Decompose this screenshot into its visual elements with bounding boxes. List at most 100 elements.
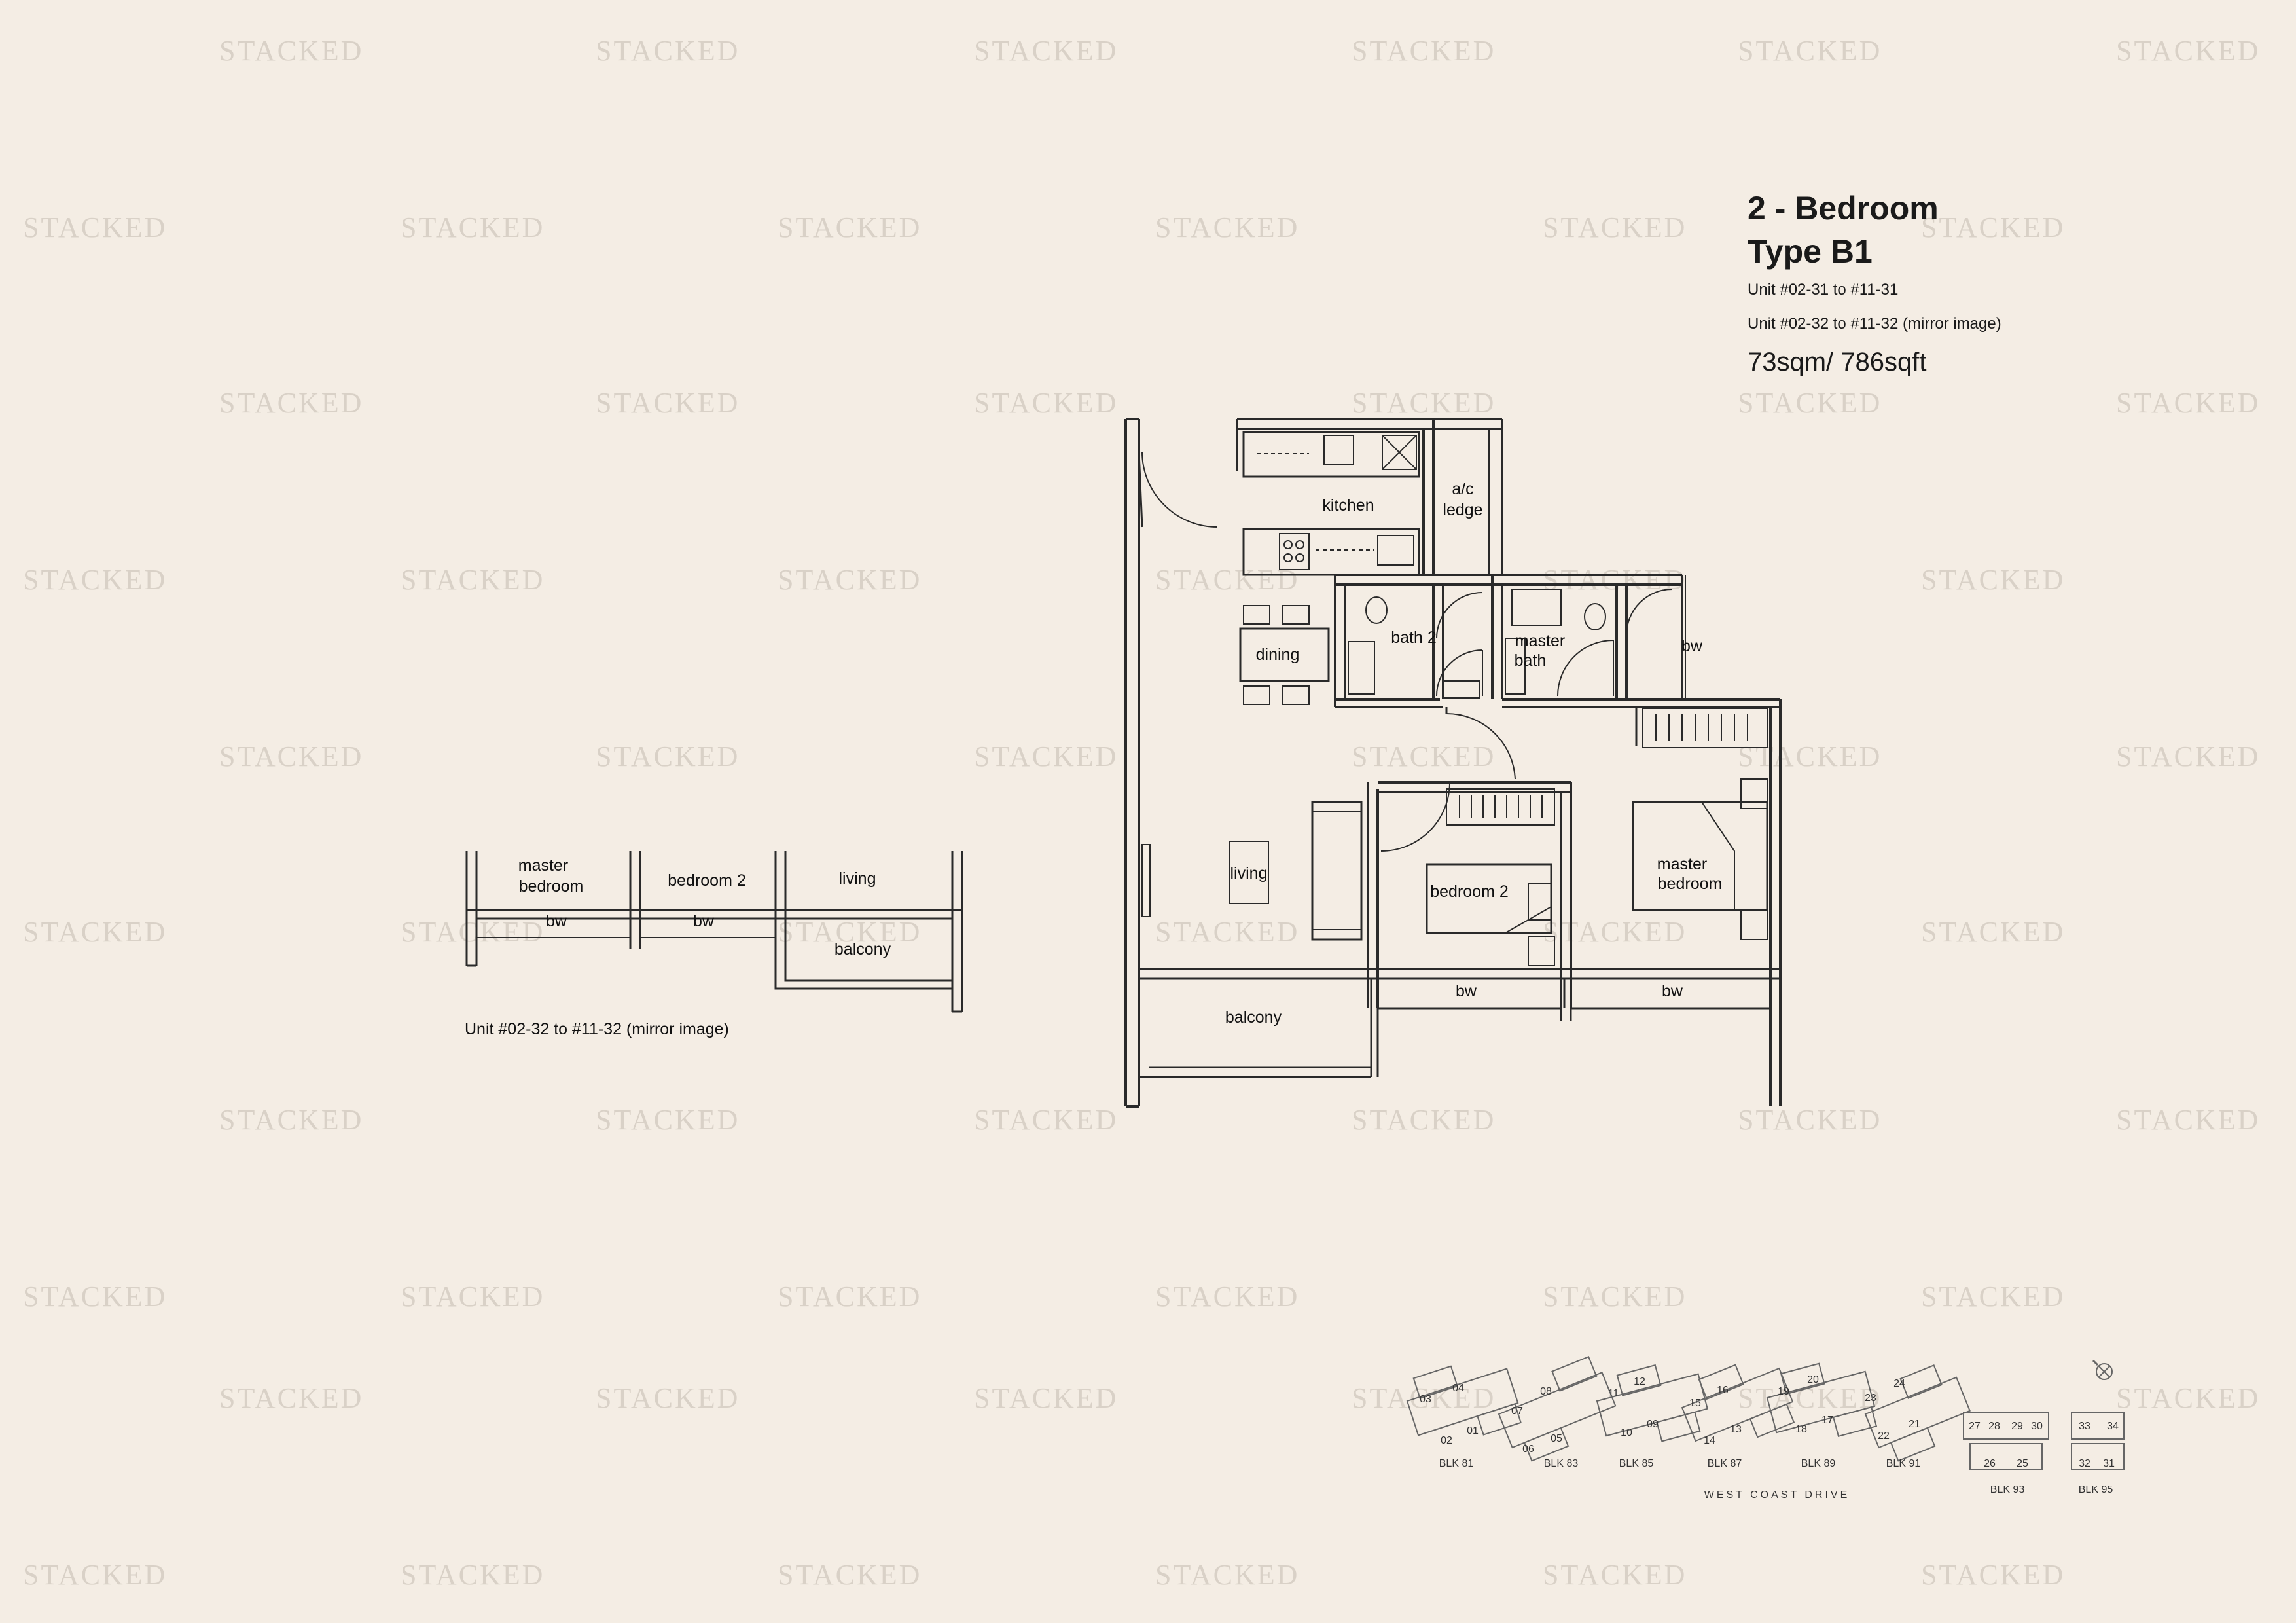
- keyplan-unit-label: 06: [1522, 1444, 1534, 1455]
- keyplan-block-label: BLK 83: [1544, 1458, 1579, 1469]
- room-label-bath2: bath 2: [1391, 629, 1437, 647]
- keyplan-unit-label: 01: [1467, 1425, 1479, 1436]
- watermark: STACKED: [219, 1382, 364, 1414]
- mirror-label-bw-2: bw: [693, 912, 715, 930]
- room-label-master-bath-2: bath: [1515, 651, 1547, 670]
- keyplan-unit-label: 20: [1807, 1374, 1819, 1385]
- watermark: STACKED: [1543, 1281, 1687, 1313]
- watermark: STACKED: [778, 1281, 922, 1313]
- watermark: STACKED: [401, 1559, 545, 1591]
- keyplan-unit-label: 15: [1689, 1398, 1701, 1409]
- keyplan-block-label: BLK 93: [1990, 1484, 2025, 1495]
- mirror-caption: Unit #02-32 to #11-32 (mirror image): [465, 1020, 729, 1038]
- keyplan-block-label: BLK 95: [2079, 1484, 2113, 1495]
- keyplan-unit-label: 09: [1647, 1419, 1659, 1430]
- watermark: STACKED: [974, 1104, 1119, 1136]
- watermark: STACKED: [2116, 740, 2261, 773]
- room-label-ac-ledge: a/c: [1452, 480, 1473, 498]
- keyplan-unit-label: 03: [1420, 1394, 1431, 1405]
- keyplan-unit-label: 11: [1608, 1388, 1619, 1399]
- watermark: STACKED: [778, 564, 922, 596]
- watermark: STACKED: [596, 740, 740, 773]
- watermark: STACKED: [23, 211, 168, 244]
- keyplan-block-label: BLK 81: [1439, 1458, 1474, 1469]
- keyplan-unit-label: 30: [2031, 1421, 2043, 1432]
- watermark: STACKED: [2116, 1382, 2261, 1414]
- keyplan-block-label: BLK 91: [1886, 1458, 1921, 1469]
- watermark: STACKED: [1921, 1559, 2066, 1591]
- keyplan-unit-label: 17: [1821, 1415, 1833, 1426]
- watermark: STACKED: [974, 740, 1119, 773]
- watermark: STACKED: [1352, 1382, 1496, 1414]
- watermark: STACKED: [2116, 35, 2261, 67]
- watermark: STACKED: [1155, 1559, 1300, 1591]
- keyplan-unit-label: 28: [1988, 1421, 2000, 1432]
- room-label-master-bedroom-2: bedroom: [1658, 875, 1723, 893]
- watermark: STACKED: [1543, 916, 1687, 948]
- watermark: STACKED: [1155, 211, 1300, 244]
- mirror-label-living: living: [839, 869, 876, 888]
- unit-range-mirror: Unit #02-32 to #11-32 (mirror image): [1748, 315, 2001, 333]
- keyplan-unit-label: 27: [1969, 1421, 1981, 1432]
- keyplan-unit-label: 16: [1717, 1385, 1729, 1396]
- watermark: STACKED: [1155, 1281, 1300, 1313]
- mirror-label-balcony: balcony: [834, 940, 891, 958]
- watermark: STACKED: [1352, 387, 1496, 419]
- watermark: STACKED: [778, 916, 922, 948]
- keyplan-unit-label: 23: [1865, 1393, 1876, 1404]
- main-floor-plan: [1124, 418, 1782, 1108]
- room-label-bw-bedroom2: bw: [1456, 982, 1477, 1000]
- watermark: STACKED: [2116, 1104, 2261, 1136]
- unit-range: Unit #02-31 to #11-31: [1748, 281, 1899, 299]
- watermark: STACKED: [23, 564, 168, 596]
- watermark: STACKED: [1921, 1281, 2066, 1313]
- room-label-living: living: [1230, 864, 1268, 883]
- keyplan-unit-label: 14: [1704, 1435, 1715, 1446]
- mirror-label-master-bedroom: master: [518, 856, 568, 875]
- watermark: STACKED: [1738, 1104, 1882, 1136]
- watermark: STACKED: [1738, 387, 1882, 419]
- unit-area: 73sqm/ 786sqft: [1748, 348, 1927, 376]
- keyplan-unit-label: 13: [1730, 1424, 1742, 1435]
- watermark: STACKED: [23, 916, 168, 948]
- keyplan-unit-label: 29: [2011, 1421, 2023, 1432]
- keyplan-unit-label: 25: [2017, 1458, 2028, 1469]
- keyplan-unit-label: 31: [2103, 1458, 2115, 1469]
- watermark: STACKED: [596, 35, 740, 67]
- watermark: STACKED: [596, 1382, 740, 1414]
- keyplan-unit-label: 10: [1621, 1427, 1632, 1438]
- watermark: STACKED: [1352, 35, 1496, 67]
- watermark: STACKED: [1921, 211, 2066, 244]
- watermark: STACKED: [974, 35, 1119, 67]
- watermark: STACKED: [401, 211, 545, 244]
- room-label-bw-top: bw: [1681, 637, 1703, 655]
- keyplan-unit-label: 32: [2079, 1458, 2090, 1469]
- room-label-ac-ledge-2: ledge: [1443, 501, 1482, 519]
- site-key-plan: [1406, 1355, 2125, 1470]
- keyplan-unit-label: 07: [1511, 1406, 1523, 1417]
- mirror-label-bedroom2: bedroom 2: [668, 871, 746, 890]
- room-label-master-bedroom: master: [1657, 855, 1707, 873]
- keyplan-unit-label: 08: [1540, 1386, 1552, 1397]
- watermark: STACKED: [1921, 916, 2066, 948]
- watermark: STACKED: [1155, 916, 1300, 948]
- keyplan-block-label: BLK 89: [1801, 1458, 1836, 1469]
- keyplan-block-label: BLK 87: [1708, 1458, 1742, 1469]
- keyplan-road-label: WEST COAST DRIVE: [1704, 1489, 1850, 1501]
- watermark: STACKED: [1738, 740, 1882, 773]
- watermark: STACKED: [219, 35, 364, 67]
- room-label-bw-master: bw: [1662, 982, 1683, 1000]
- watermark: STACKED: [1543, 211, 1687, 244]
- room-label-master-bath: master: [1515, 632, 1565, 650]
- room-label-kitchen: kitchen: [1322, 496, 1374, 515]
- watermark: STACKED: [219, 1104, 364, 1136]
- keyplan-unit-label: 05: [1551, 1433, 1562, 1444]
- keyplan-unit-label: 21: [1909, 1419, 1920, 1430]
- watermark: STACKED: [1352, 740, 1496, 773]
- unit-type-name: Type B1: [1748, 233, 1873, 270]
- keyplan-unit-label: 22: [1878, 1431, 1890, 1442]
- watermark: STACKED: [1921, 564, 2066, 596]
- keyplan-block-label: BLK 85: [1619, 1458, 1654, 1469]
